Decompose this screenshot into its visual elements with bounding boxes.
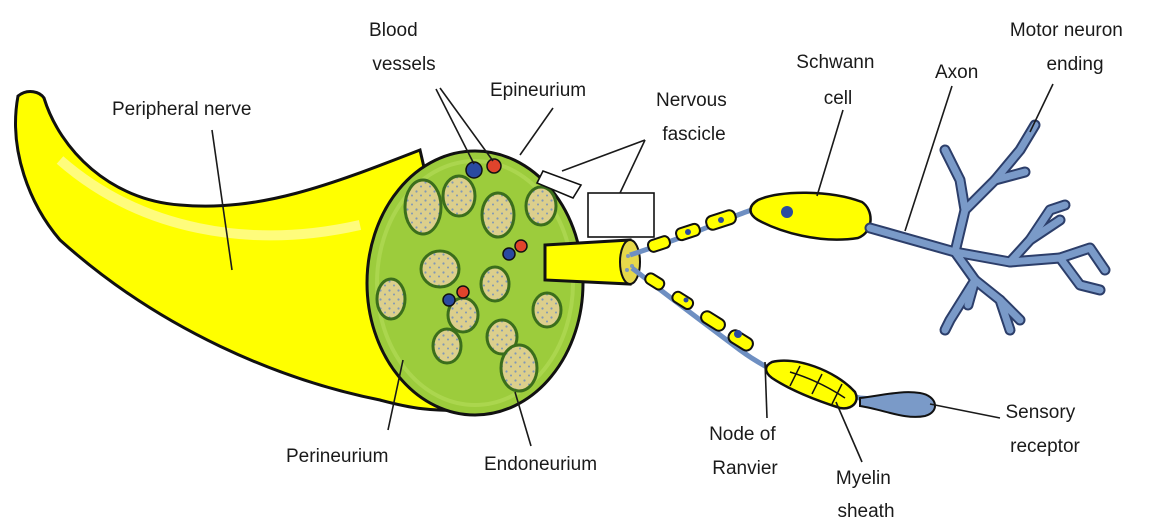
artery-dot <box>487 159 501 173</box>
label-peripheral-nerve: Peripheral nerve <box>112 99 251 120</box>
label-blood-vessels: Blood vessels <box>369 20 436 75</box>
artery-dot <box>515 240 527 252</box>
fascicle <box>533 293 561 327</box>
label-nervous-fascicle: Nervous fascicle <box>656 90 732 145</box>
fascicle <box>433 329 461 363</box>
label-schwann-cell: Schwann cell <box>796 52 879 109</box>
label-axon: Axon <box>935 62 978 83</box>
schwann-cell <box>751 193 871 240</box>
label-perineurium: Perineurium <box>286 446 388 467</box>
fascicle <box>481 267 509 301</box>
fascicle <box>405 180 441 234</box>
fascicle <box>482 193 514 237</box>
vein-dot <box>466 162 482 178</box>
fascicle <box>377 279 405 319</box>
motor-neuron-ending-fill <box>870 125 1105 330</box>
label-myelin-sheath: Myelin sheath <box>836 468 896 522</box>
label-sensory-receptor: Sensory receptor <box>1006 402 1081 457</box>
label-endoneurium: Endoneurium <box>484 454 597 475</box>
vein-dot <box>443 294 455 306</box>
label-node-of-ranvier: Node of Ranvier <box>709 424 781 479</box>
artery-dot <box>457 286 469 298</box>
fascicle <box>421 251 459 287</box>
label-motor-neuron-ending: Motor neuron ending <box>1010 20 1128 75</box>
vein-dot <box>503 248 515 260</box>
fascicle-cylinder <box>545 240 640 284</box>
fascicle <box>526 187 556 225</box>
sensory-axon <box>632 268 935 417</box>
motor-neuron-ending <box>870 125 1105 330</box>
fascicle <box>501 345 537 391</box>
label-epineurium: Epineurium <box>490 80 586 101</box>
fascicle <box>443 176 475 216</box>
